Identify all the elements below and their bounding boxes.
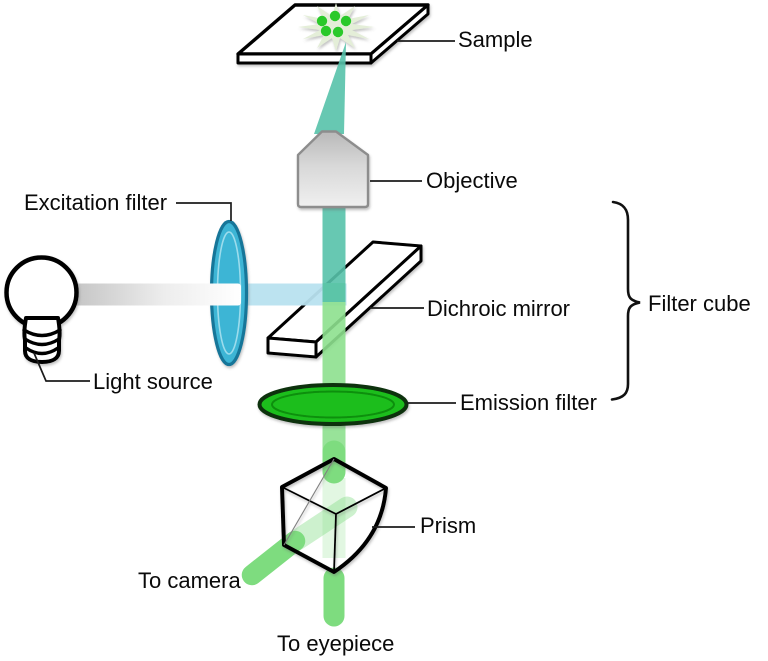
bulb-screw-ridge (23, 337, 61, 347)
objective-lens (296, 130, 370, 209)
excitation-filter-leader-line (176, 202, 232, 221)
label-dichroic-mirror: Dichroic mirror (427, 296, 570, 321)
objective-to-dichroic-beam (322, 205, 346, 302)
emission-beam-vertical (322, 283, 346, 461)
label-filter-cube: Filter cube (648, 291, 751, 316)
prism-hidden-diagonal (283, 458, 335, 546)
light-bulb-icon (4, 255, 79, 364)
label-to-camera: To camera (138, 568, 241, 593)
label-excitation-filter: Excitation filter (24, 190, 167, 215)
lamp-beam (70, 283, 241, 306)
label-light-source: Light source (93, 369, 213, 394)
fluorophore-dot (329, 10, 341, 22)
label-objective: Objective (426, 168, 518, 193)
label-to-eyepiece: To eyepiece (277, 631, 394, 656)
label-sample: Sample (458, 27, 533, 52)
label-prism: Prism (420, 513, 476, 538)
excitation-beam-horizontal (245, 283, 347, 306)
fluorophore-dot (332, 26, 344, 38)
light-source-leader-line (33, 352, 90, 382)
prism-inner-edges (281, 486, 387, 573)
filter-cube-brace-icon (610, 200, 641, 401)
specimen-starburst (298, 3, 374, 51)
dichroic-end-face (266, 336, 318, 359)
emission-filter-lens (257, 383, 409, 426)
fluorophore-dot (320, 25, 332, 37)
labels: Sample Objective Excitation filter Light… (24, 27, 751, 656)
prism-outline (280, 457, 388, 574)
bulb-screw-ridge (22, 328, 62, 338)
prism (280, 457, 388, 574)
specimen-fluorescence (298, 3, 374, 51)
slide-front-edge (236, 52, 373, 65)
leader-lines (33, 40, 456, 528)
emission-filter-inner-ring (271, 390, 395, 419)
fluorophore-dot (340, 15, 352, 27)
label-emission-filter: Emission filter (460, 390, 597, 415)
fluorophore-dot (316, 15, 328, 27)
bulb-screw-ridge (24, 346, 60, 356)
sample-to-objective-beam (314, 42, 346, 134)
slide-right-edge (369, 3, 430, 65)
